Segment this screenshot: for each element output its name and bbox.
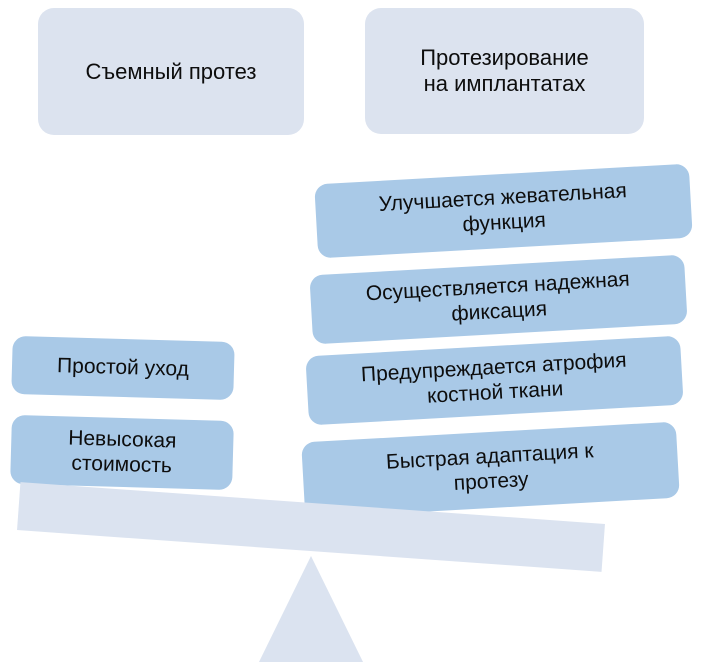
benefit-pill-fast-adaptation: Быстрая адаптация к протезу [301,421,680,519]
benefit-pill-simple-care: Простой уход [11,335,235,401]
benefit-pill-chewing-function: Улучшается жевательная функция [314,163,693,259]
header-box-implant-prosthetics: Протезирование на имплантатах [365,8,644,134]
balance-fulcrum-triangle-icon [258,556,364,662]
benefit-pill-reliable-fixation: Осуществляется надежная фиксация [309,254,688,345]
benefit-pill-low-cost: Невысокая стоимость [10,414,234,491]
benefit-pill-bone-atrophy-prevention: Предупреждается атрофия костной ткани [305,335,684,426]
header-box-removable-denture: Съемный протез [38,8,304,135]
